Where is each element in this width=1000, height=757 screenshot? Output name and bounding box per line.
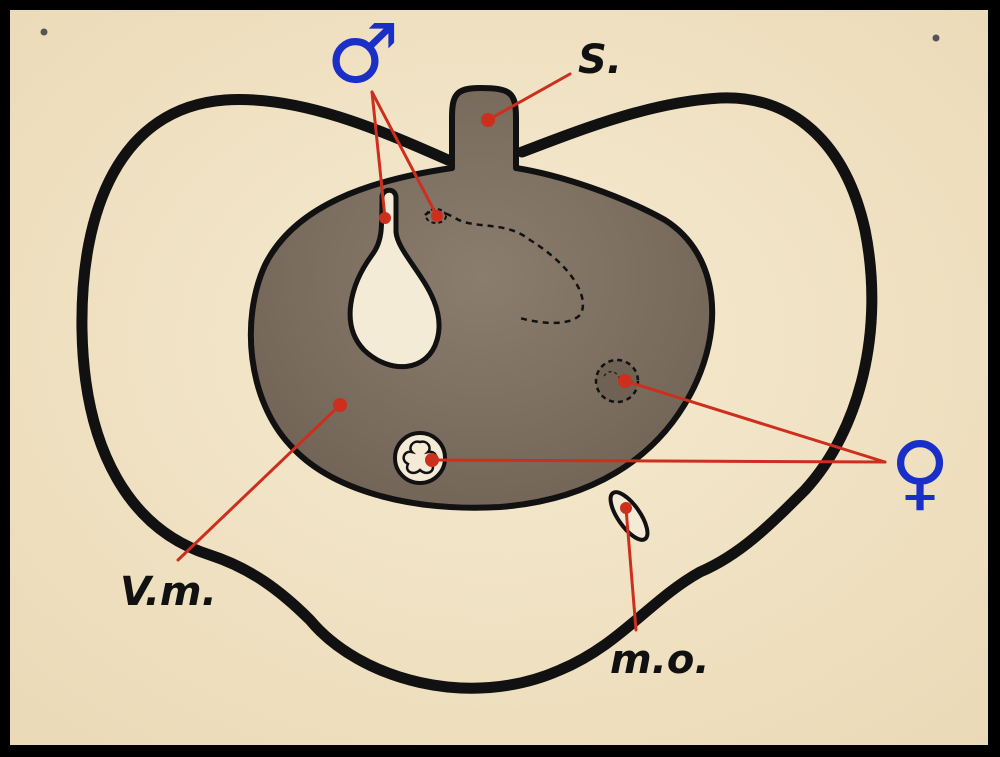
label-s: S. xyxy=(578,37,623,83)
cavity xyxy=(347,187,442,370)
pin-hole-right xyxy=(932,34,940,42)
pointer-dot-vm xyxy=(333,398,347,412)
label-vm: V.m. xyxy=(120,569,217,615)
pin-hole-left xyxy=(40,28,48,36)
mo-organ xyxy=(608,490,650,542)
pointer-mo xyxy=(624,506,638,632)
dashed-duct xyxy=(424,210,585,325)
dashed-organ xyxy=(594,358,640,404)
inner-mass xyxy=(247,85,716,511)
pointer-vm xyxy=(176,403,342,562)
pointer-lines xyxy=(176,72,887,632)
dashed-organ-squiggle xyxy=(603,370,633,387)
outer-body-outline xyxy=(76,92,878,694)
duct-end xyxy=(425,208,447,224)
pointer-female-a xyxy=(623,379,887,464)
pointer-dot-mo xyxy=(620,502,632,514)
pointer-female-b xyxy=(430,458,887,464)
pointer-male-b xyxy=(370,90,439,218)
pointer-male-a xyxy=(370,90,387,220)
label-mo: m.o. xyxy=(610,637,710,683)
pointer-s xyxy=(486,72,572,122)
pointer-dot-male-a xyxy=(379,212,391,224)
pointer-dot-female-a xyxy=(618,374,632,388)
male-symbol-icon: ♂ xyxy=(326,7,400,102)
pointer-dot-s xyxy=(481,113,495,127)
female-symbol-icon: ♀ xyxy=(890,425,951,520)
pointer-dot-male-b xyxy=(431,210,443,222)
pointer-dot-female-b xyxy=(425,453,439,467)
round-organ-pattern xyxy=(402,440,438,475)
pointer-dots xyxy=(333,113,632,514)
